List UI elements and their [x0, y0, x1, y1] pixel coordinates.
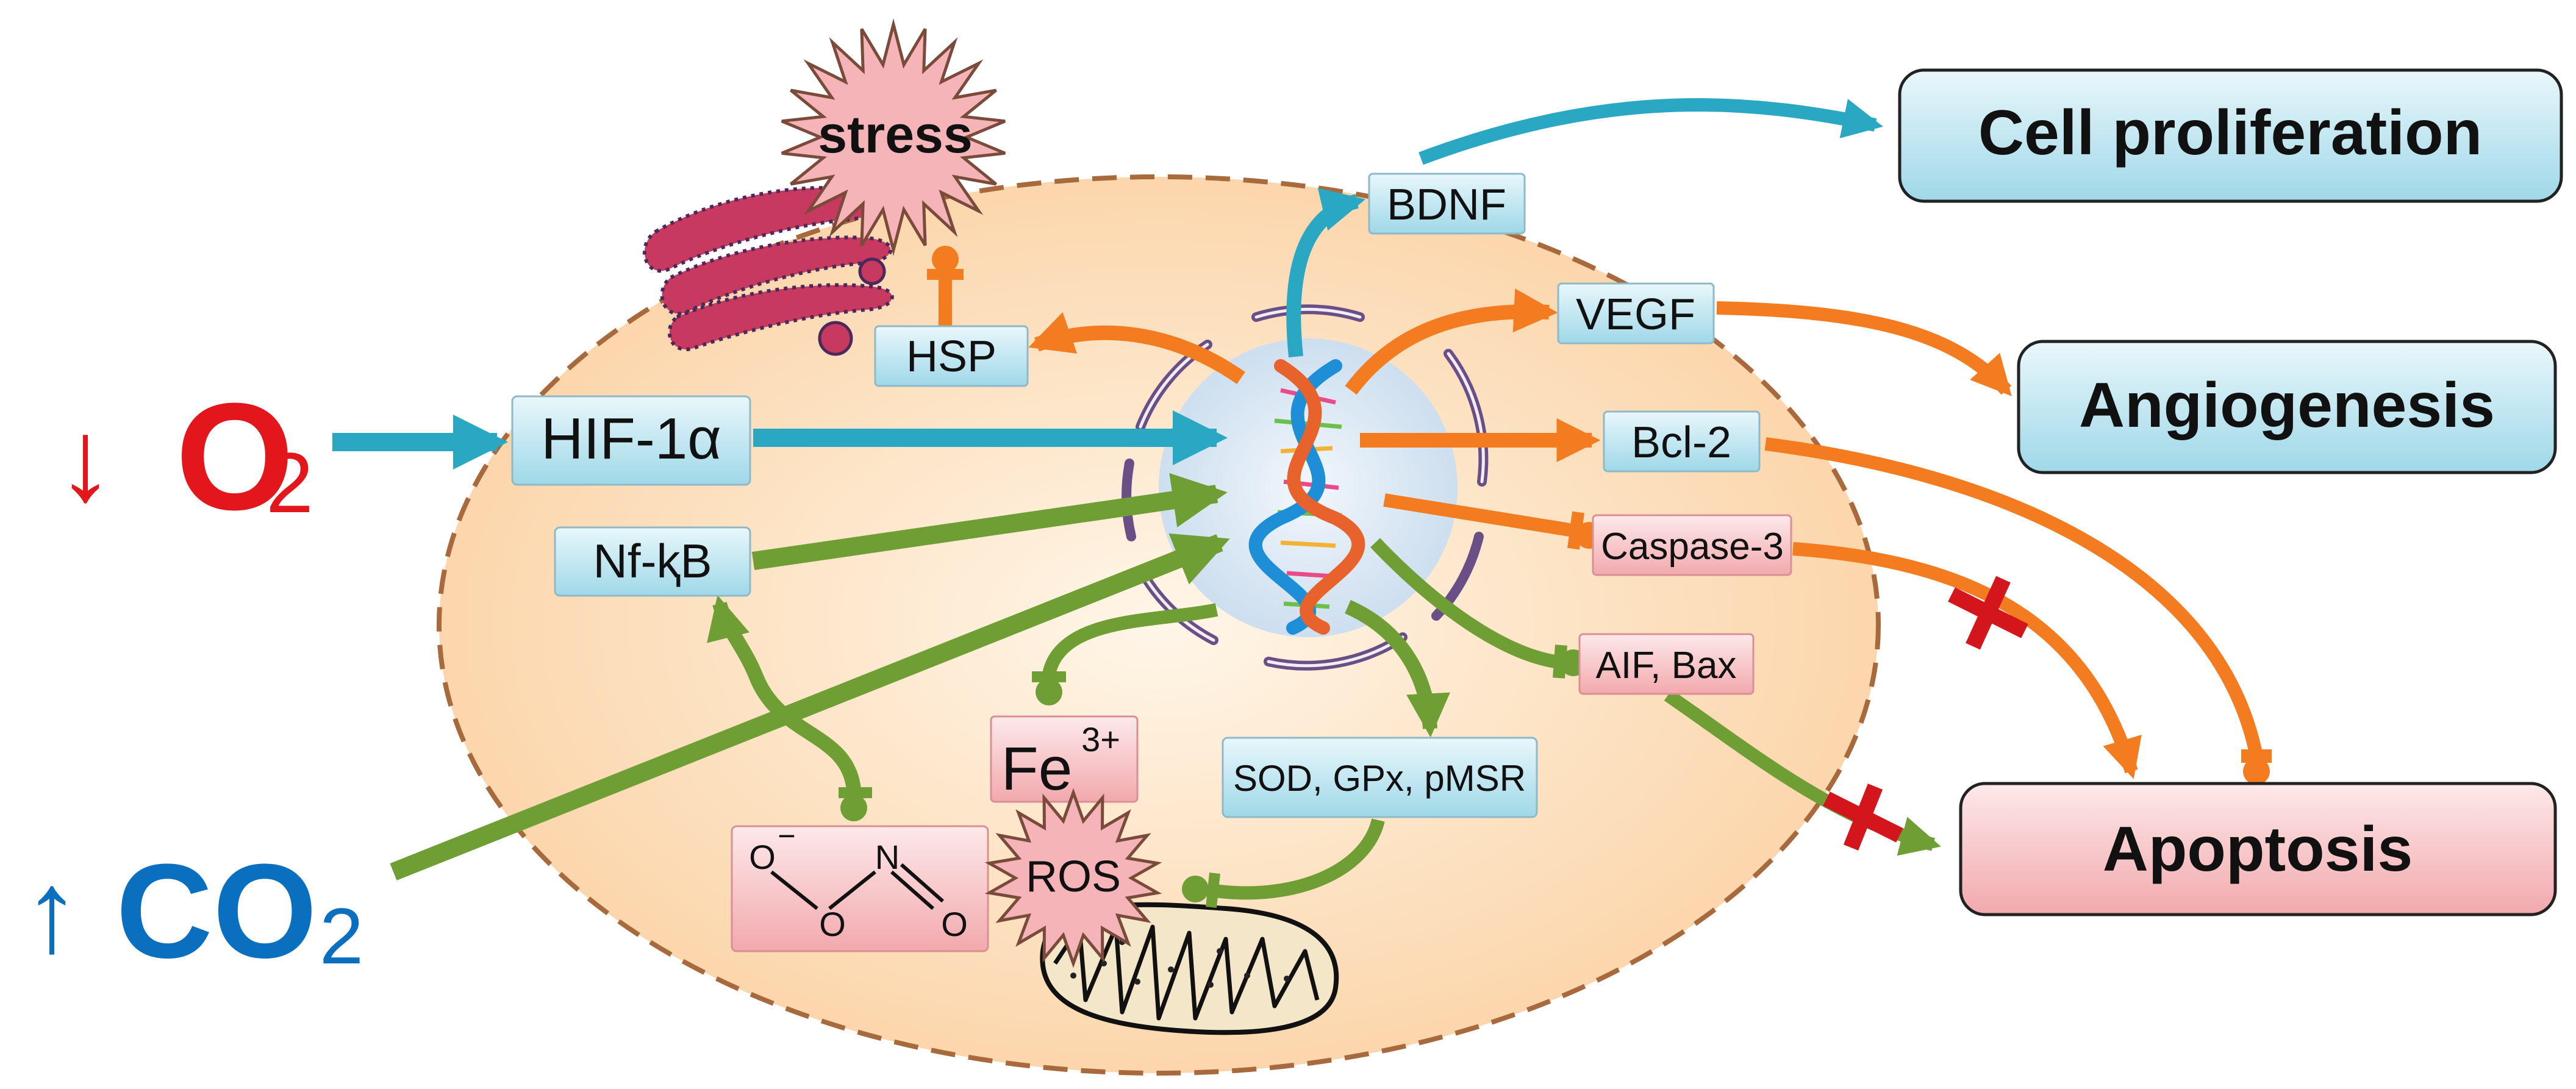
co2-up-arrow: ↑ [23, 847, 81, 976]
fe-label: Fe [1001, 735, 1073, 803]
dna-inhibits-fe [1042, 603, 1218, 676]
dna-to-vegf-arrow [1345, 288, 1558, 395]
cell-proliferation-label: Cell proliferation [1978, 98, 2482, 168]
no2-oxygen-3: O [941, 905, 968, 943]
bcl2-to-apoptosis-inhibition [1764, 437, 2263, 758]
ros-label: ROS [1026, 852, 1121, 901]
nfkb-box: Nf-ⱪB [554, 526, 751, 597]
vegf-to-angiogenesis-arrow [1716, 301, 2012, 396]
o2-label: O [176, 371, 294, 541]
o2-subscript: 2 [266, 435, 313, 530]
hif-label: HIF-1α [541, 406, 721, 471]
caspase-to-apoptosis-arrow [1792, 542, 2142, 779]
sod-box: SOD, GPx, pMSR [1222, 737, 1538, 818]
hif-box: HIF-1α [511, 395, 751, 486]
dna-icon [1248, 359, 1365, 635]
angiogenesis-label: Angiogenesis [2079, 370, 2495, 441]
sod-inhibits-ros [1209, 818, 1385, 900]
nfkb-label: Nf-ⱪB [593, 534, 712, 588]
stress-label: stress [818, 105, 972, 164]
caspase-box: Caspase-3 [1592, 514, 1792, 576]
caspase-label: Caspase-3 [1601, 526, 1784, 568]
bdnf-to-proliferation-arrow [1419, 98, 1883, 165]
nfkb-to-dna-arrow [751, 473, 1228, 570]
dna-inhibits-caspase [1383, 493, 1575, 537]
aif-bax-label: AIF, Bax [1596, 644, 1737, 687]
no2-box: O − N O O [731, 819, 989, 952]
vegf-label: VEGF [1576, 290, 1695, 339]
apoptosis-box: Apoptosis [1959, 782, 2557, 916]
inhibition-cross-icon [1823, 784, 1903, 851]
fe-superscript: 3+ [1081, 720, 1120, 759]
bdnf-box: BDNF [1368, 173, 1526, 235]
bcl2-label: Bcl-2 [1631, 418, 1731, 467]
stress-burst: stress [781, 18, 1006, 256]
bcl2-box: Bcl-2 [1603, 410, 1761, 473]
sod-label: SOD, GPx, pMSR [1233, 758, 1526, 799]
golgi-icon [643, 186, 894, 356]
co2-label: CO [116, 836, 317, 986]
co2-subscript: 2 [320, 891, 363, 980]
dna-inhibits-aif [1370, 538, 1556, 668]
hsp-box: HSP [874, 325, 1029, 387]
no2-minus: − [778, 819, 795, 853]
vegf-box: VEGF [1557, 282, 1715, 345]
fe-box: Fe 3+ [990, 715, 1139, 803]
hsp-label: HSP [906, 332, 996, 381]
bdnf-label: BDNF [1387, 180, 1506, 229]
no2-activates-nfkb-arrow [707, 595, 861, 791]
angiogenesis-box: Angiogenesis [2017, 340, 2557, 474]
co2-to-dna-arrow [390, 533, 1230, 880]
no2-oxygen-1: O [749, 838, 776, 876]
apoptosis-label: Apoptosis [2103, 814, 2413, 885]
no2-nitrogen: N [875, 838, 900, 876]
o2-down-arrow: ↓ [57, 396, 115, 525]
dna-to-bdnf-arrow [1286, 188, 1366, 358]
dna-to-hsp-arrow [1028, 312, 1245, 384]
ros-burst: ROS [984, 788, 1162, 968]
dna-to-sod-arrow [1345, 600, 1450, 738]
aif-bax-box: AIF, Bax [1578, 633, 1755, 695]
no2-oxygen-2: O [819, 905, 846, 943]
inhibition-cross-icon [1948, 576, 2028, 650]
cell-proliferation-box: Cell proliferation [1898, 68, 2563, 203]
